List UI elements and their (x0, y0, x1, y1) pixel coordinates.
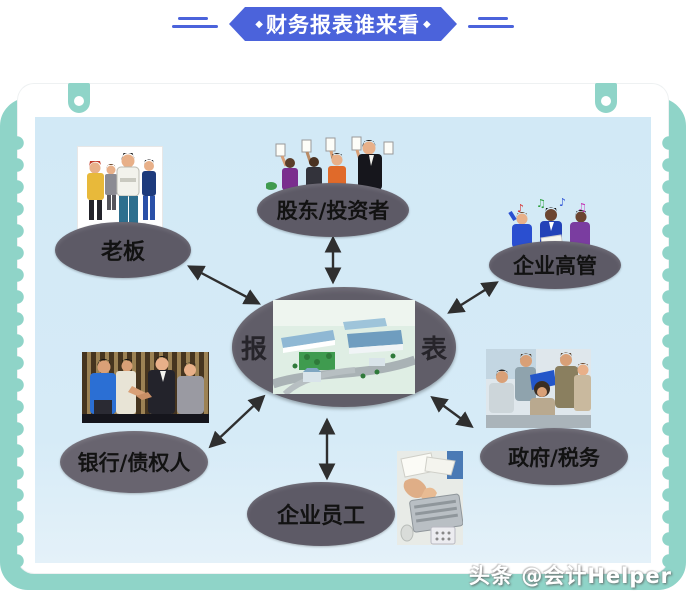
node-boss: 老板 (55, 222, 191, 278)
diamond-icon: ◆ (423, 18, 431, 30)
diamond-icon: ◆ (255, 18, 263, 30)
desk-work-drawing (397, 451, 463, 545)
handshake-photo (82, 352, 209, 423)
office-meeting-drawing (486, 349, 591, 428)
node-shareholders-label: 股东/投资者 (276, 199, 390, 223)
clip-hole (74, 96, 84, 106)
frame-scallop-right (655, 132, 669, 568)
banner-line-right-bottom (468, 25, 514, 28)
boss-group-image (78, 147, 162, 233)
title-banner: ◆ 财务报表谁来看 ◆ (229, 7, 457, 41)
node-government: 政府/税务 (480, 428, 628, 485)
clip-tab-left-icon (68, 83, 90, 113)
node-executives-label: 企业高管 (513, 254, 597, 278)
node-boss-label: 老板 (100, 240, 145, 265)
banner-line-right-top (478, 17, 508, 20)
node-shareholders: 股东/投资者 (257, 183, 409, 237)
node-bank-label: 银行/债权人 (77, 451, 191, 475)
watermark-text: 头条 @会计Helper (469, 564, 672, 588)
clip-tab-right-icon (595, 83, 617, 113)
center-left-char: 报 (240, 334, 267, 365)
center-right-char: 表 (421, 334, 448, 365)
banner-line-left-top (178, 17, 208, 20)
svg-text:♫: ♫ (577, 201, 587, 214)
node-employees-label: 企业员工 (276, 504, 365, 529)
node-bank: 银行/债权人 (60, 431, 208, 493)
factory-aerial-image (273, 300, 415, 394)
node-employees: 企业员工 (247, 482, 395, 546)
page-title: 财务报表谁来看 (266, 13, 420, 37)
node-report-center: 报 表 (232, 287, 456, 407)
desk-work-photo (397, 451, 463, 545)
node-government-label: 政府/税务 (508, 445, 600, 470)
boss-group-drawing (78, 147, 162, 233)
clip-hole (601, 96, 611, 106)
office-meeting-photo (486, 349, 591, 428)
frame-scallop-left (17, 132, 31, 568)
svg-text:♫: ♫ (536, 198, 546, 210)
node-executives: 企业高管 (489, 241, 621, 289)
svg-text:♪: ♪ (517, 202, 524, 215)
banner-line-left-bottom (172, 25, 218, 28)
handshake-drawing (82, 352, 209, 423)
svg-text:♪: ♪ (559, 198, 566, 209)
